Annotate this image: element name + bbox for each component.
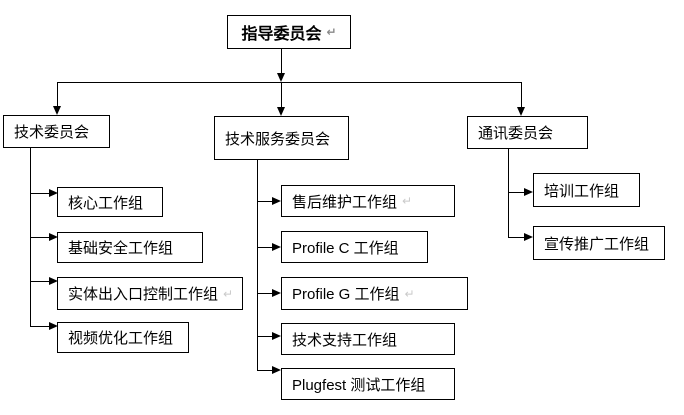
node-label: 实体出入口控制工作组	[68, 286, 219, 303]
node-label: 指导委员会	[241, 26, 322, 43]
node-tech-service-committee: 技术服务委员会	[214, 116, 349, 160]
connector-drop-right	[521, 83, 522, 108]
arrowhead-core-group	[49, 189, 58, 197]
node-label: 核心工作组	[68, 194, 144, 212]
node-entity-access-control-working-group: 实体出入口控制工作组 ↵	[57, 277, 243, 310]
arrowhead-left-committee	[53, 106, 61, 115]
node-label: 技术支持工作组	[292, 331, 398, 349]
arrowhead-video-group	[49, 322, 58, 330]
node-label: Profile C 工作组	[292, 239, 399, 257]
node-label: Profile G 工作组	[292, 286, 400, 303]
paragraph-mark: ↵	[223, 286, 234, 301]
paragraph-mark: ↵	[326, 25, 337, 39]
node-label: Plugfest 测试工作组	[292, 376, 426, 394]
arrowhead-promotion-group	[524, 233, 533, 241]
connector-branch	[257, 336, 273, 337]
arrowhead-aftersales-group	[272, 197, 281, 205]
node-label: 培训工作组	[544, 182, 620, 200]
connector-branch	[30, 326, 50, 327]
arrowhead-security-group	[49, 233, 58, 241]
connector-branch	[30, 281, 50, 282]
node-label: 视频优化工作组	[68, 330, 174, 347]
node-communication-committee: 通讯委员会	[467, 116, 588, 149]
arrowhead-training-group	[524, 188, 533, 196]
connector-right-stem	[508, 149, 509, 237]
arrowhead-profile-g-group	[272, 289, 281, 297]
node-profile-c-working-group: Profile C 工作组	[281, 231, 428, 263]
connector-branch	[508, 192, 525, 193]
paragraph-mark: ↵	[402, 194, 413, 208]
arrowhead-root-to-bar	[277, 73, 285, 82]
connector-branch	[257, 370, 273, 371]
node-plugfest-test-working-group: Plugfest 测试工作组	[281, 368, 455, 400]
connector-middle-stem	[257, 160, 258, 370]
node-aftersales-maintenance-working-group: 售后维护工作组 ↵	[281, 185, 455, 217]
node-video-optimization-working-group: 视频优化工作组	[57, 322, 189, 353]
connector-drop-middle	[281, 83, 282, 108]
connector-drop-left	[57, 83, 58, 107]
connector-branch	[257, 201, 273, 202]
node-promotion-working-group: 宣传推广工作组	[533, 226, 665, 260]
node-tech-support-working-group: 技术支持工作组	[281, 323, 455, 355]
node-core-working-group: 核心工作组	[57, 187, 163, 217]
arrowhead-access-group	[49, 277, 58, 285]
arrowhead-plugfest-group	[272, 366, 281, 374]
connector-branch	[508, 237, 525, 238]
node-training-working-group: 培训工作组	[533, 173, 640, 207]
connector-branch	[257, 293, 273, 294]
node-label: 宣传推广工作组	[544, 235, 650, 253]
connector-horizontal-bar	[57, 82, 522, 83]
connector-branch	[30, 193, 50, 194]
connector-branch	[30, 237, 50, 238]
node-label: 售后维护工作组	[292, 193, 398, 211]
node-label: 技术服务委员会	[225, 130, 331, 148]
node-label: 技术委员会	[14, 124, 90, 141]
node-steering-committee: 指导委员会 ↵	[227, 15, 351, 49]
node-label: 基础安全工作组	[68, 240, 174, 257]
arrowhead-right-committee	[517, 107, 525, 116]
node-basic-security-working-group: 基础安全工作组	[57, 232, 203, 263]
connector-branch	[257, 247, 273, 248]
arrowhead-profile-c-group	[272, 243, 281, 251]
node-label: 通讯委员会	[478, 125, 554, 142]
connector-root-stem	[281, 49, 282, 74]
arrowhead-tech-support-group	[272, 332, 281, 340]
paragraph-mark: ↵	[404, 286, 415, 301]
node-tech-committee: 技术委员会	[3, 115, 110, 148]
arrowhead-middle-committee	[277, 107, 285, 116]
node-profile-g-working-group: Profile G 工作组 ↵	[281, 277, 468, 310]
